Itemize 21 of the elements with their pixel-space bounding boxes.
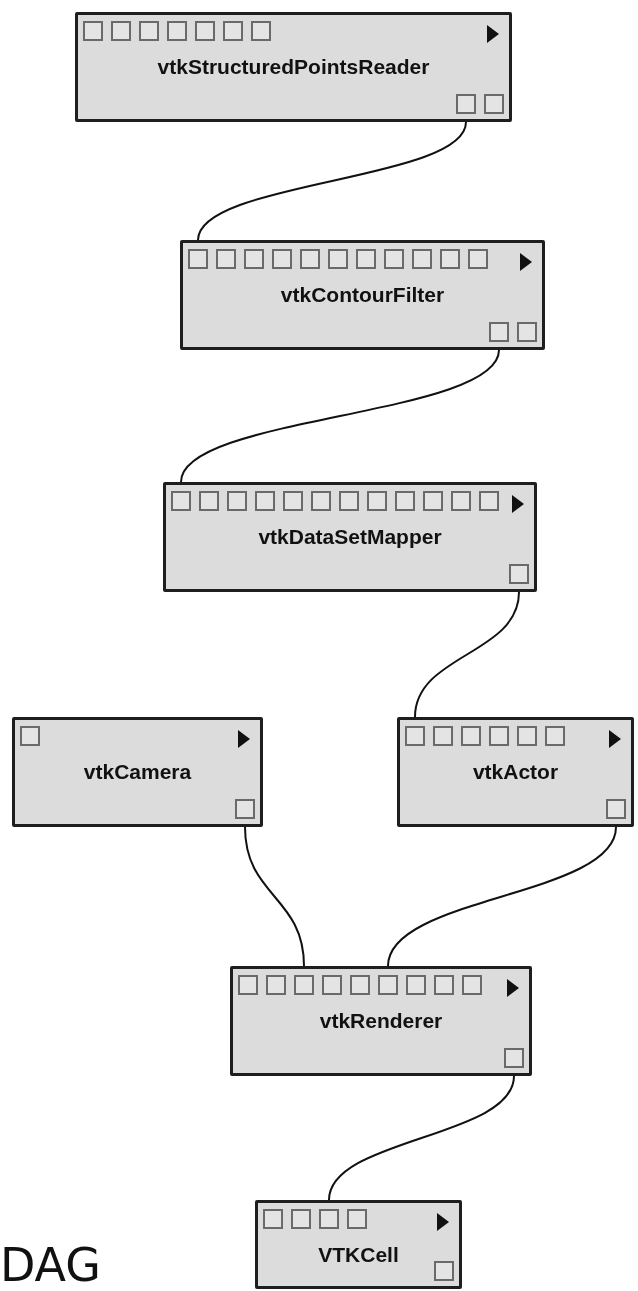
connection-line (244, 826, 305, 967)
module-name: vtkContourFilter (279, 283, 446, 307)
module-name: vtkDataSetMapper (257, 525, 443, 549)
diagram-note: DAG (0, 1238, 101, 1291)
module-name: VTKCell (317, 1243, 400, 1267)
connection-line (328, 1075, 515, 1201)
module-box (180, 240, 545, 350)
connection-line (180, 349, 500, 483)
module-name: vtkCamera (82, 760, 193, 784)
module-box (75, 12, 512, 122)
module-box (12, 717, 263, 827)
module-name: vtkStructuredPointsReader (156, 55, 431, 79)
module-box (397, 717, 634, 827)
module-box (255, 1200, 462, 1289)
module-box (163, 482, 537, 592)
connection-line (387, 826, 617, 967)
connection-line (414, 591, 520, 718)
module-name: vtkRenderer (318, 1009, 444, 1033)
module-name: vtkActor (471, 760, 560, 784)
module-box (230, 966, 532, 1076)
connection-line (197, 121, 467, 241)
